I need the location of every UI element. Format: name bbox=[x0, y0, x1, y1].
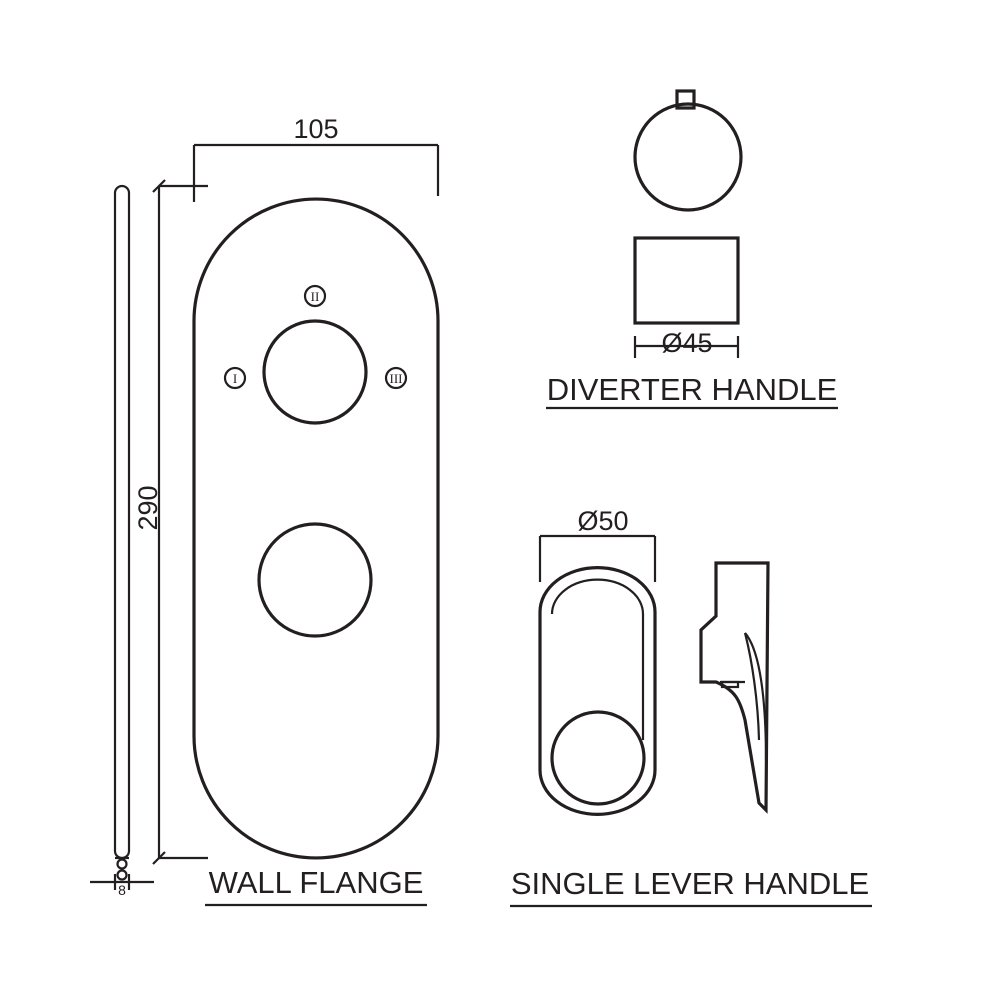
marker-i-label: I bbox=[233, 371, 237, 386]
diverter-diameter-dimension: Ø45 bbox=[633, 328, 740, 358]
position-marker-i: I bbox=[223, 366, 247, 390]
wall-flange-front-view: I II III bbox=[192, 197, 440, 860]
height-dim-label: 290 bbox=[133, 485, 163, 530]
marker-iii-label: III bbox=[390, 371, 403, 386]
wall-flange-side-view bbox=[113, 184, 131, 881]
single-lever-handle-label: SINGLE LEVER HANDLE bbox=[511, 866, 869, 901]
width-dimension: 105 bbox=[192, 114, 440, 202]
lever-diameter-dimension: Ø50 bbox=[538, 506, 657, 582]
height-dimension: 290 bbox=[133, 179, 208, 865]
diverter-diameter-label: Ø45 bbox=[661, 328, 712, 358]
width-dim-label: 105 bbox=[293, 114, 338, 144]
position-marker-ii: II bbox=[303, 284, 327, 308]
diverter-handle-front-view bbox=[633, 89, 743, 212]
position-marker-iii: III bbox=[384, 366, 408, 390]
thickness-dimension: 8 bbox=[90, 874, 154, 898]
mixer-opening bbox=[257, 522, 373, 638]
diverter-opening bbox=[262, 319, 368, 425]
thickness-dim-label: 8 bbox=[118, 882, 126, 898]
lever-diameter-label: Ø50 bbox=[577, 506, 628, 536]
lever-handle-side-view bbox=[699, 561, 770, 814]
diverter-handle-side-view bbox=[633, 236, 740, 325]
diverter-handle-label: DIVERTER HANDLE bbox=[547, 372, 838, 407]
lever-handle-front-view bbox=[538, 566, 657, 816]
wall-flange-label: WALL FLANGE bbox=[209, 865, 424, 900]
marker-ii-label: II bbox=[311, 289, 320, 304]
